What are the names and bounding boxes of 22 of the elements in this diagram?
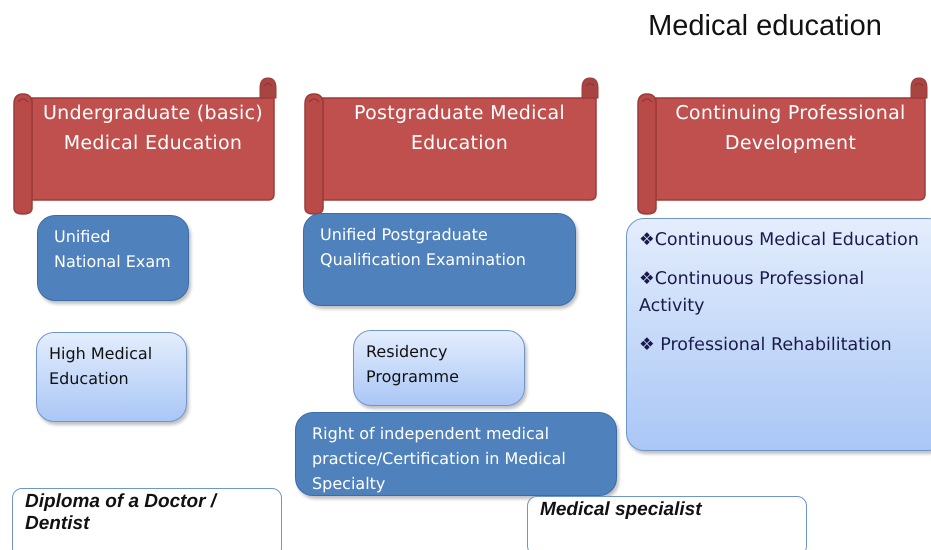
box-text: Medical specialist: [540, 499, 704, 521]
activity-list-box: [626, 218, 931, 451]
outcome-box: [527, 496, 807, 550]
box-text: Residency Programme: [366, 341, 460, 388]
outcome-box: [12, 488, 282, 550]
stage-box: [36, 332, 187, 422]
box-text: Unified National Exam: [54, 226, 172, 273]
stage-box: [353, 330, 525, 406]
box-text: Right of independent medical practice/Certification in Medical Specialty: [312, 423, 567, 495]
box-text: Unified Postgraduate Qualification Examination: [320, 224, 527, 271]
banner-heading: Postgraduate Medical Education: [353, 101, 566, 156]
box-text: ❖ Professional Rehabilitation: [639, 334, 893, 357]
box-text: High Medical Education: [49, 343, 154, 390]
diagram-title: Medical education: [647, 10, 883, 43]
box-text: Diploma of a Doctor / Dentist: [25, 491, 218, 535]
exam-box: [295, 412, 617, 496]
banner-heading: Undergraduate (basic) Medical Education: [42, 101, 264, 156]
banner-heading: Continuing Professional Development: [674, 101, 907, 156]
exam-box: [37, 215, 189, 301]
box-text: ❖Continuous Medical Education: [639, 229, 920, 252]
exam-box: [303, 213, 576, 306]
box-text: ❖Continuous Professional Activity: [639, 268, 866, 318]
